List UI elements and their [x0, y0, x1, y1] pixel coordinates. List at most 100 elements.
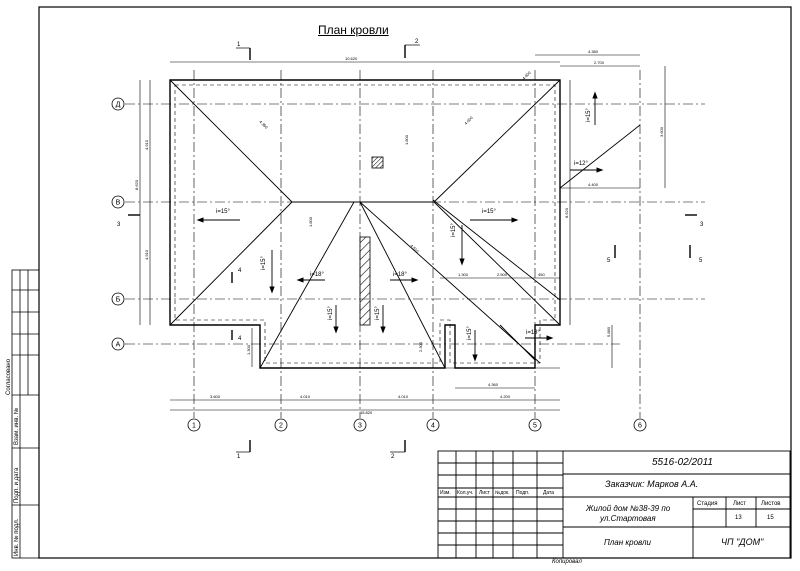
- axis-bubble-b: [111, 292, 125, 306]
- tb-header: Лист: [479, 490, 490, 496]
- dim-label: 2.500: [497, 272, 508, 277]
- customer: Заказчик: Марков А.А.: [605, 479, 699, 489]
- side-label-inv-orig: Инв. № подл.: [14, 518, 20, 556]
- axis-label-1: 1: [192, 423, 196, 430]
- dim-label: 8.620: [134, 179, 139, 190]
- title-block-grid: [437, 450, 791, 559]
- company-name: ЧП "ДОМ": [721, 537, 764, 547]
- section-label: 3: [117, 222, 121, 228]
- dim-label: 4.010: [398, 394, 409, 399]
- tb-header: Кол.уч.: [457, 490, 474, 496]
- dim-label: 4.360: [488, 382, 499, 387]
- slope-label: i=18°: [393, 272, 408, 278]
- dim-label: 4.510: [409, 243, 420, 254]
- dim-label: 15.820: [360, 410, 373, 415]
- axis-bubble-4: [426, 418, 440, 432]
- dim-label: 4.910: [144, 139, 149, 150]
- slope-label: i=12°: [574, 161, 589, 167]
- axis-label-a: А: [116, 342, 121, 349]
- axis-bubble-2: [274, 418, 288, 432]
- dim-label: 10.620: [345, 56, 358, 61]
- section-label: 4: [238, 268, 242, 274]
- section-label: 2: [415, 39, 419, 45]
- dim-label: 4.010: [300, 394, 311, 399]
- section-label: 5: [607, 258, 611, 264]
- section-label: 2: [391, 454, 395, 460]
- section-label: 1: [237, 454, 241, 460]
- chimney: [371, 156, 384, 169]
- side-label-sign-date: Подп. и дата: [14, 467, 20, 503]
- tb-header: №док.: [495, 490, 510, 496]
- axis-bubble-v: [111, 195, 125, 209]
- section-label: 1: [237, 42, 241, 48]
- section-label: 5: [699, 258, 703, 264]
- axis-label-6: 6: [638, 423, 642, 430]
- axis-label-b: Б: [116, 297, 121, 304]
- slope-label: i=15°: [482, 209, 497, 215]
- roof-hips-ridges: [169, 79, 641, 369]
- sheet-label: Лист: [733, 501, 747, 507]
- axis-bubble-1: [187, 418, 201, 432]
- drawing-name: План кровли: [604, 538, 651, 547]
- slope-label: i=15°: [586, 107, 592, 122]
- doc-code: 5516-02/2011: [652, 457, 713, 468]
- axis-label-2: 2: [279, 423, 283, 430]
- dim-label: 4.910: [144, 249, 149, 260]
- object-name-line1: Жилой дом №38-39 по: [586, 504, 671, 513]
- axis-label-3: 3: [358, 423, 362, 430]
- dim-label: 4.350: [258, 119, 269, 130]
- dim-label: 1.800: [404, 134, 409, 145]
- axis-bubble-d: [111, 97, 125, 111]
- side-label-replace-inv: Взам. инв. №: [14, 407, 20, 445]
- sheet-number: 13: [735, 515, 742, 521]
- slope-arrows: [196, 91, 604, 362]
- slope-label: i=15°: [261, 255, 267, 270]
- dim-label: 1.800: [308, 216, 313, 227]
- axis-bubble-5: [528, 418, 542, 432]
- axis-bubbles: [111, 97, 647, 432]
- dim-label: 450: [538, 272, 545, 277]
- slope-label: i=15°: [328, 305, 334, 320]
- tb-header: Дата: [543, 490, 555, 496]
- dim-label: 8.620: [564, 207, 569, 218]
- dim-label: 5.880: [606, 326, 611, 337]
- axis-label-d: Д: [116, 102, 121, 109]
- dim-label: 4.380: [588, 49, 599, 54]
- left-stamp-column: [11, 269, 40, 559]
- dim-label: 4.000: [463, 115, 474, 126]
- slope-label: i=18°: [526, 330, 541, 336]
- slope-label: i=18°: [310, 272, 325, 278]
- axis-label-4: 4: [431, 423, 435, 430]
- section-marks: [128, 44, 697, 453]
- tb-header: Изм.: [440, 490, 451, 496]
- slope-label: i=15°: [451, 222, 457, 237]
- parapet-wall: [359, 236, 371, 326]
- sheets-label: Листов: [761, 501, 781, 507]
- dim-label: 3.600: [659, 126, 664, 137]
- slope-label: i=15°: [375, 305, 381, 320]
- section-label: 4: [238, 336, 242, 342]
- sheets-count: 15: [767, 515, 774, 521]
- section-label: 3: [700, 222, 704, 228]
- slope-label: i=15°: [467, 325, 473, 340]
- axis-label-5: 5: [533, 423, 537, 430]
- drawing-title: План кровли: [318, 23, 389, 37]
- axis-bubble-a: [111, 337, 125, 351]
- axis-label-v: В: [116, 200, 121, 207]
- dim-label: 1.300: [458, 272, 469, 277]
- dim-label: 2.700: [594, 60, 605, 65]
- dim-label: 1.300: [246, 344, 251, 355]
- axis-bubble-3: [353, 418, 367, 432]
- dim-label: 2.300: [418, 341, 423, 352]
- tb-header: Подп.: [516, 490, 530, 496]
- axis-bubble-6: [633, 418, 647, 432]
- dim-label: 4.400: [588, 182, 599, 187]
- dim-label: 3.600: [210, 394, 221, 399]
- copied-label: Копировал: [552, 559, 582, 565]
- side-label-agreed: Согласовано: [6, 358, 12, 395]
- slope-label: i=15°: [216, 209, 231, 215]
- dim-label: 4.400: [521, 70, 532, 81]
- stage-label: Стадия: [697, 501, 718, 507]
